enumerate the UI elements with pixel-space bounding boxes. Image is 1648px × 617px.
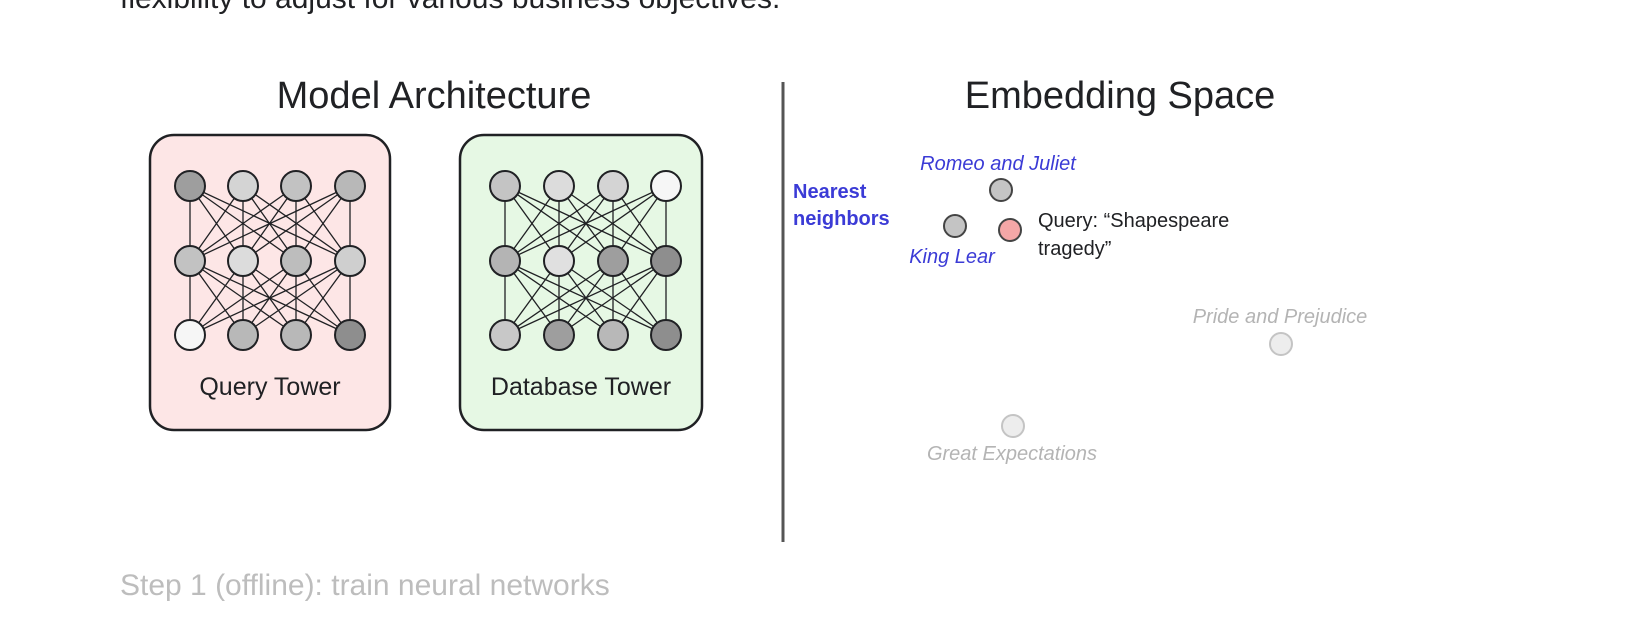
query-tower-label: Query Tower <box>199 373 340 401</box>
nearest-neighbors-label-line-1: Nearest <box>793 181 867 203</box>
network-connection <box>558 185 667 262</box>
king-lear-label: King Lear <box>909 246 996 268</box>
great-expectations-label: Great Expectations <box>927 443 1097 465</box>
network-node <box>174 170 206 202</box>
network-node <box>227 245 259 277</box>
network-node <box>227 170 259 202</box>
great-expectations-point <box>1001 414 1025 438</box>
network-node <box>174 245 206 277</box>
query-label-line-1: Query: “Shapespeare <box>1038 210 1229 232</box>
network-connection <box>242 185 351 262</box>
database-tower-label: Database Tower <box>491 373 671 401</box>
network-node <box>543 170 575 202</box>
network-connection <box>504 185 667 262</box>
network-node <box>489 319 521 351</box>
model-architecture-heading: Model Architecture <box>277 75 592 117</box>
network-connection <box>189 185 351 262</box>
romeo-and-juliet-point <box>989 178 1013 202</box>
network-node <box>650 319 682 351</box>
query-tower: Query Tower <box>148 133 392 432</box>
pride-and-prejudice-label: Pride and Prejudice <box>1193 306 1368 328</box>
network-node <box>597 170 629 202</box>
network-connection <box>504 260 614 336</box>
intro-text-line: flexibility to adjust for various busine… <box>120 0 780 14</box>
network-connection <box>189 260 297 336</box>
king-lear-point <box>943 214 967 238</box>
network-node <box>597 319 629 351</box>
network-connection <box>558 260 667 336</box>
network-connection <box>504 185 614 262</box>
query-tower-network <box>174 170 366 351</box>
step-caption: Step 1 (offline): train neural networks <box>120 569 610 602</box>
query-label-line-2: tragedy” <box>1038 238 1111 260</box>
network-node <box>597 245 629 277</box>
query-point <box>998 218 1022 242</box>
network-node <box>543 245 575 277</box>
network-node <box>489 245 521 277</box>
network-node <box>174 319 206 351</box>
network-node <box>280 319 312 351</box>
nearest-neighbors-label-line-2: neighbors <box>793 208 890 230</box>
network-node <box>334 245 366 277</box>
network-node <box>227 319 259 351</box>
network-node <box>334 319 366 351</box>
network-node <box>280 170 312 202</box>
network-node <box>334 170 366 202</box>
network-connection <box>242 260 351 336</box>
network-node <box>650 245 682 277</box>
network-connection <box>189 260 351 336</box>
network-node <box>650 170 682 202</box>
network-connection <box>504 260 667 336</box>
network-node <box>489 170 521 202</box>
query-tower-box <box>148 133 392 432</box>
network-node <box>280 245 312 277</box>
database-tower: Database Tower <box>458 133 704 432</box>
romeo-and-juliet-label: Romeo and Juliet <box>920 153 1077 175</box>
network-connection <box>189 185 297 262</box>
embedding-space-heading: Embedding Space <box>965 75 1276 117</box>
network-node <box>543 319 575 351</box>
database-tower-network <box>489 170 682 351</box>
pride-and-prejudice-point <box>1269 332 1293 356</box>
